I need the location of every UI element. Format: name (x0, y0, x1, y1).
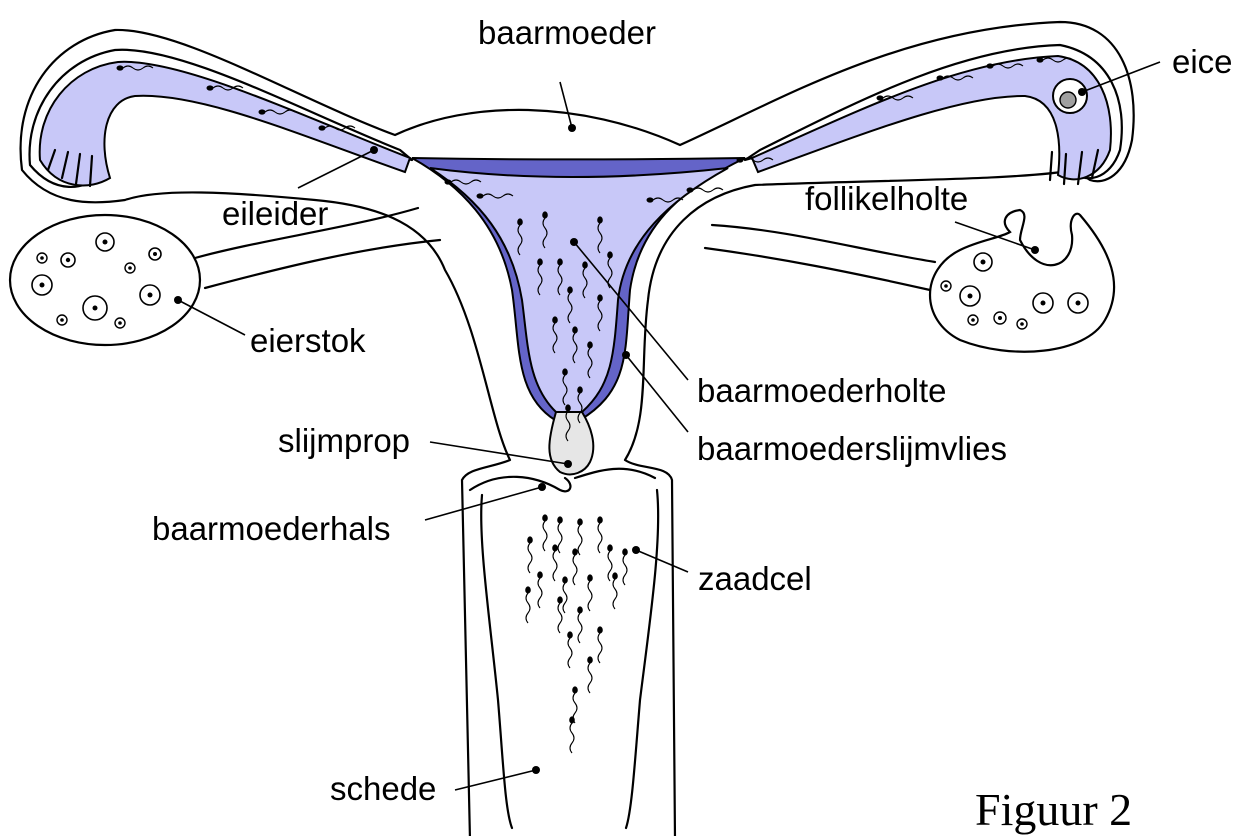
sperm-tail (578, 525, 582, 555)
sperm-head (552, 316, 558, 323)
sperm-tail (588, 663, 592, 693)
sperm-head (987, 63, 994, 68)
label-schede: schede (330, 770, 436, 807)
ovarian-ligament-right (705, 225, 935, 290)
label-baarmoeder: baarmoeder (478, 14, 656, 51)
sperm-head (607, 251, 613, 258)
label-baarmoederholte: baarmoederholte (697, 372, 947, 409)
sperm-head (572, 548, 578, 555)
sperm-head (319, 125, 326, 130)
sperm-head (597, 294, 603, 301)
sperm-tail (598, 523, 602, 553)
sperm-tail (613, 579, 617, 609)
sperm-tail (588, 581, 592, 611)
sperm-head (597, 626, 603, 633)
tube-lumen-left (40, 62, 410, 186)
sperm-tail (568, 638, 572, 668)
sperm-head (607, 544, 613, 551)
sperm-head (572, 686, 578, 693)
sperm-tail (578, 613, 582, 643)
sperm-head (517, 218, 523, 225)
sperm-tail (608, 551, 612, 581)
figure-caption: Figuur 2 (975, 784, 1132, 835)
label-eileider: eileider (222, 195, 328, 232)
tube-lumen-right (752, 56, 1111, 179)
sperm-head (877, 95, 884, 100)
sperm-tail (538, 578, 542, 608)
sperm-tail (598, 633, 602, 663)
sperm-tail (543, 521, 547, 551)
sperm-head (937, 75, 944, 80)
label-baarmoederhals: baarmoederhals (152, 510, 390, 547)
sperm-head (537, 258, 543, 265)
sperm-head (577, 518, 583, 525)
sperm-head (542, 514, 548, 521)
label-eierstok: eierstok (250, 322, 366, 359)
egg-cell (1053, 79, 1087, 113)
sperm-head (525, 586, 531, 593)
label-slijmprop: slijmprop (278, 422, 410, 459)
sperm-head (552, 544, 558, 551)
sperm-head (565, 404, 571, 411)
sperm-head (577, 386, 583, 393)
sperm-head (477, 193, 484, 198)
label-eicel: eicel (1172, 43, 1233, 80)
sperm-head (569, 716, 575, 723)
sperm-head (582, 261, 588, 268)
label-follikelholte: follikelholte (805, 180, 968, 217)
sperm-head (687, 187, 694, 192)
sperm-head (622, 548, 628, 555)
sperm-head (587, 656, 593, 663)
sperm-tail (570, 723, 574, 753)
sperm-tail (558, 523, 562, 553)
sperm-head (562, 576, 568, 583)
sperm-tail (693, 188, 723, 192)
sperm-head (567, 631, 573, 638)
label-baarmoederslijmvlies: baarmoederslijmvlies (697, 430, 1007, 467)
sperm-tail (526, 593, 530, 623)
sperm-tail (623, 555, 627, 585)
sperm-head (647, 197, 654, 202)
sperm-head (537, 571, 543, 578)
sperm-head (557, 516, 563, 523)
sperm-head (557, 596, 563, 603)
sperm-head (1037, 57, 1044, 62)
sperm-tail (553, 551, 557, 581)
sperm-head (737, 157, 744, 162)
sperm-head (117, 65, 124, 70)
sperm-head (562, 368, 568, 375)
sperm-head (577, 606, 583, 613)
ovary-right (930, 210, 1114, 352)
sperm-head (587, 574, 593, 581)
sperm-head (259, 109, 266, 114)
sperm-head (572, 326, 578, 333)
sperm-tail (563, 583, 567, 613)
label-zaadcel: zaadcel (698, 560, 812, 597)
sperm-head (445, 179, 452, 184)
sperm-head (557, 258, 563, 265)
sperm-head (567, 286, 573, 293)
sperm-head (612, 572, 618, 579)
sperm-head (587, 341, 593, 348)
sperm-head (597, 216, 603, 223)
sperm-head (542, 211, 548, 218)
sperm-head (597, 516, 603, 523)
sperm-tail (528, 543, 532, 573)
sperm-head (527, 536, 533, 543)
sperm-tail (573, 555, 577, 585)
sperm-tail (558, 603, 562, 633)
sperm-head (207, 85, 214, 90)
